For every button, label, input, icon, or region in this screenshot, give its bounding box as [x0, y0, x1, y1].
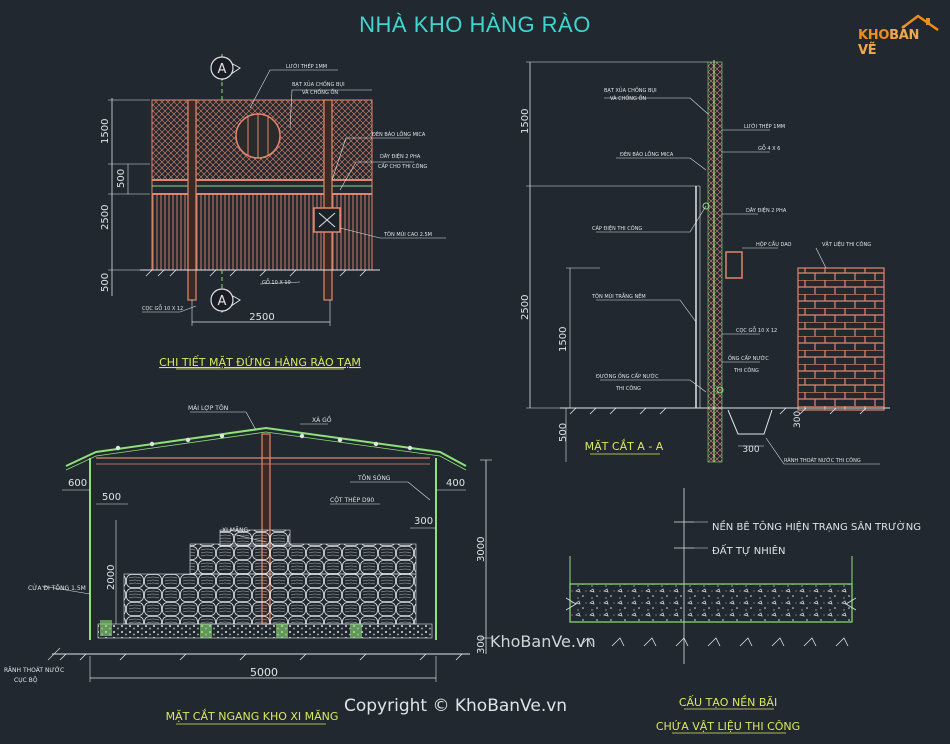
svg-text:CỘT THÉP D90: CỘT THÉP D90	[330, 496, 374, 504]
svg-text:3000: 3000	[476, 537, 487, 562]
svg-text:2500: 2500	[520, 295, 531, 320]
svg-text:A: A	[218, 62, 227, 77]
svg-text:400: 400	[446, 478, 465, 489]
page-title: NHÀ KHO HÀNG RÀO	[359, 12, 591, 37]
fence-elevation-caption: CHI TIẾT MẶT ĐỨNG HÀNG RÀO TẠM	[159, 355, 361, 369]
soil-label: ĐẤT TỰ NHIÊN	[712, 543, 786, 557]
watermark-copyright: Copyright © KhoBanVe.vn	[344, 696, 568, 716]
svg-text:5000: 5000	[250, 666, 278, 679]
svg-text:TÔN MÚI TRẮNG NÊM: TÔN MÚI TRẮNG NÊM	[591, 292, 646, 300]
svg-text:CỌC GỖ 10 X 12: CỌC GỖ 10 X 12	[736, 326, 777, 334]
section-marker-top: A	[210, 54, 241, 100]
warehouse-section: 5000 600 500 400 300 2000 3000 300	[4, 405, 492, 725]
section-aa: 1500 2500 1500 500 300 300	[520, 60, 890, 465]
roof-line	[65, 426, 467, 467]
svg-text:DÂY ĐIỆN 2 PHA: DÂY ĐIỆN 2 PHA	[380, 152, 421, 160]
svg-text:CÁP ĐIỆN THI CÔNG: CÁP ĐIỆN THI CÔNG	[592, 224, 642, 232]
svg-text:300: 300	[793, 411, 803, 428]
material-stack	[797, 267, 885, 411]
svg-text:BẠT XỦA CHỐNG BỤI: BẠT XỦA CHỐNG BỤI	[292, 80, 345, 88]
natural-soil-hatch	[579, 637, 849, 647]
svg-text:RÃNH THOÁT NƯỚC THI CÔNG: RÃNH THOÁT NƯỚC THI CÔNG	[784, 457, 861, 464]
svg-text:2500: 2500	[249, 312, 274, 323]
svg-text:VÀ CHỐNG ỒN: VÀ CHỐNG ỒN	[610, 93, 646, 102]
svg-text:XI MĂNG: XI MĂNG	[222, 527, 249, 534]
svg-text:LƯỚI THÉP 1MM: LƯỚI THÉP 1MM	[286, 62, 327, 70]
svg-text:CỬA ĐI TÔNG 1.5M: CỬA ĐI TÔNG 1.5M	[28, 584, 86, 592]
svg-text:TÔN SÓNG: TÔN SÓNG	[357, 475, 391, 482]
ground-caption-2: CHỨA VẬT LIỆU THI CÔNG	[656, 720, 800, 733]
svg-text:DÂY ĐIỆN 2 PHA: DÂY ĐIỆN 2 PHA	[746, 206, 787, 214]
watermark-site: KhoBanVe.vn	[490, 632, 596, 651]
svg-text:500: 500	[102, 492, 121, 503]
svg-text:CẤP CHO THI CÔNG: CẤP CHO THI CÔNG	[378, 162, 427, 170]
svg-text:500: 500	[100, 273, 111, 292]
svg-text:ĐÈN BÁO LỒNG MICA: ĐÈN BÁO LỒNG MICA	[620, 149, 674, 158]
section-post	[707, 61, 723, 463]
svg-text:500: 500	[116, 169, 127, 188]
svg-text:THI CÔNG: THI CÔNG	[615, 385, 641, 392]
svg-text:300: 300	[414, 516, 433, 527]
svg-text:HỘP CẦU DAO: HỘP CẦU DAO	[756, 240, 792, 248]
svg-text:2500: 2500	[100, 205, 111, 230]
svg-text:2000: 2000	[106, 565, 117, 590]
breaker-box	[725, 251, 743, 279]
svg-text:THI CÔNG: THI CÔNG	[733, 367, 759, 374]
svg-text:ĐƯỜNG ỐNG CẤP NƯỚC: ĐƯỜNG ỐNG CẤP NƯỚC	[596, 372, 659, 380]
svg-text:1500: 1500	[558, 327, 569, 352]
section-marker-bottom: A	[210, 270, 241, 313]
svg-text:RÃNH THOÁT NƯỚC: RÃNH THOÁT NƯỚC	[4, 667, 64, 674]
svg-text:1500: 1500	[520, 109, 531, 134]
svg-text:LƯỚI THÉP 1MM: LƯỚI THÉP 1MM	[744, 122, 785, 130]
svg-text:ỐNG CẤP NƯỚC: ỐNG CẤP NƯỚC	[728, 354, 769, 362]
svg-text:300: 300	[742, 445, 759, 455]
svg-text:VÀ CHỐNG ỒN: VÀ CHỐNG ỒN	[302, 87, 338, 96]
ground-structure: NỀN BÊ TÔNG HIỆN TRẠNG SÂN TRƯỜNG ĐẤT TỰ…	[565, 488, 921, 734]
svg-text:CỤC BỘ: CỤC BỘ	[14, 677, 38, 684]
svg-text:XÀ GỒ: XÀ GỒ	[312, 415, 332, 424]
cement-bags-top	[189, 543, 417, 575]
svg-text:600: 600	[68, 478, 87, 489]
cement-bags-bottom	[123, 573, 417, 625]
brand-logo: KHOBẢN VẼ	[852, 14, 940, 58]
svg-text:GỖ 10 X 10: GỖ 10 X 10	[262, 278, 291, 286]
svg-text:MÁI LỢP TÔN: MÁI LỢP TÔN	[188, 405, 228, 412]
svg-text:GỖ 4 X 6: GỖ 4 X 6	[758, 144, 780, 152]
concrete-label: NỀN BÊ TÔNG HIỆN TRẠNG SÂN TRƯỜNG	[712, 519, 921, 533]
svg-text:500: 500	[558, 423, 569, 442]
svg-text:BẠT XỦA CHỐNG BỤI: BẠT XỦA CHỐNG BỤI	[604, 86, 657, 94]
svg-text:A: A	[218, 294, 227, 309]
fence-post-right	[323, 99, 333, 301]
pallet-base	[97, 623, 433, 639]
house-roof-icon	[901, 14, 939, 32]
svg-text:ĐÈN BÁO LỒNG MICA: ĐÈN BÁO LỒNG MICA	[372, 129, 426, 138]
drain-ditch	[727, 409, 773, 435]
svg-text:TÔN MÚI CAO 2.5M: TÔN MÚI CAO 2.5M	[383, 231, 432, 238]
svg-text:1500: 1500	[100, 119, 111, 144]
brand-logo-text: KHOBẢN VẼ	[858, 28, 920, 58]
fence-elevation: A A 1500 500 2500 500 2500	[100, 54, 446, 370]
svg-text:300: 300	[476, 635, 487, 654]
svg-text:CỌC GỖ 10 X 12: CỌC GỖ 10 X 12	[142, 304, 183, 312]
warehouse-caption: MẶT CẮT NGANG KHO XI MĂNG	[166, 709, 339, 723]
svg-text:VẬT LIỆU THI CÔNG: VẬT LIỆU THI CÔNG	[822, 240, 871, 248]
ground-caption: CẤU TẠO NỀN BÃI	[679, 695, 777, 709]
section-aa-caption: MẶT CẮT A - A	[585, 439, 664, 453]
concrete-slab	[569, 583, 853, 623]
